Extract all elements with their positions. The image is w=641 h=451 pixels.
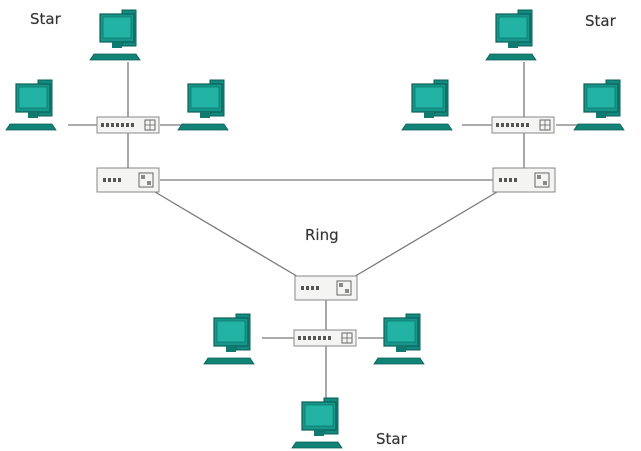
connection-lines xyxy=(68,62,582,405)
switch-icon xyxy=(96,116,160,134)
ring-label: Ring xyxy=(305,226,339,244)
ring-left-link xyxy=(154,191,301,279)
computer-icon xyxy=(177,79,229,131)
hub-icon xyxy=(294,275,358,301)
computer-icon xyxy=(373,313,425,365)
hub-icon xyxy=(96,167,160,193)
computer-icon xyxy=(573,79,625,131)
computer-icon xyxy=(401,79,453,131)
hub-icon xyxy=(492,167,556,193)
star-label-top-right: Star xyxy=(585,12,616,30)
computer-icon xyxy=(5,79,57,131)
computer-icon xyxy=(485,9,537,61)
switch-icon xyxy=(293,329,357,347)
computer-icon xyxy=(291,397,343,449)
star-label-top-left: Star xyxy=(30,10,61,28)
switch-icon xyxy=(491,116,555,134)
computer-icon xyxy=(203,313,255,365)
computer-icon xyxy=(89,9,141,61)
star-label-bottom: Star xyxy=(376,430,407,448)
ring-right-link xyxy=(351,191,498,279)
